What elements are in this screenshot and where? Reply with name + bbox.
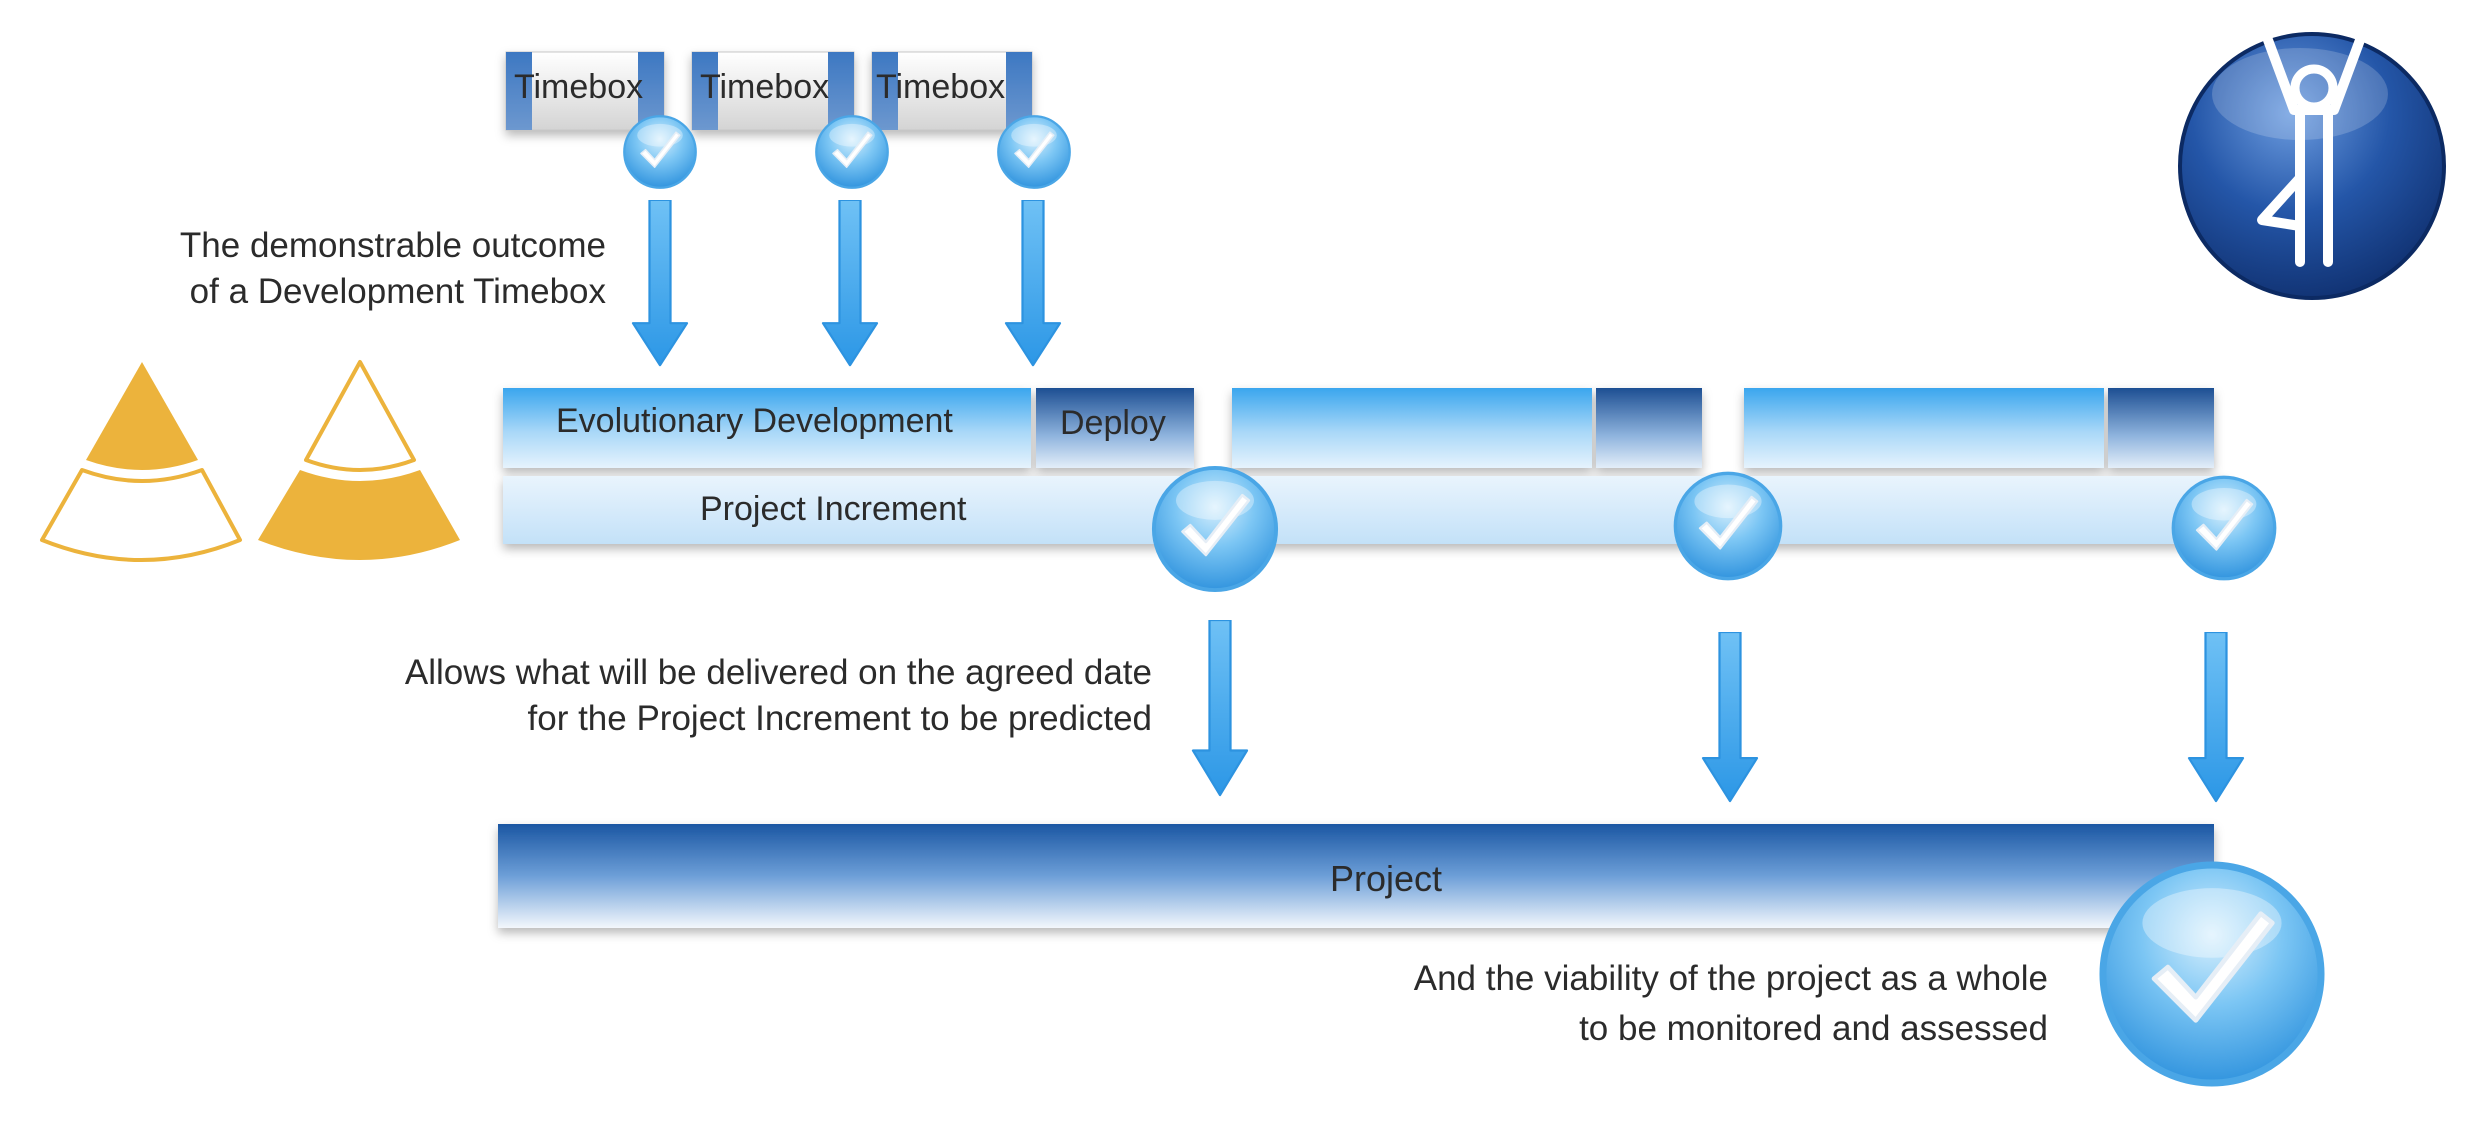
increment-outcome-caption: Allows what will be delivered on the agr… xyxy=(405,650,1152,742)
caption-line: of a Development Timebox xyxy=(189,272,606,311)
project-increment-bar-1 xyxy=(503,476,1215,544)
down-arrow-icon xyxy=(631,200,689,367)
down-arrow-icon xyxy=(1701,632,1759,803)
evolutionary-development-bar xyxy=(503,388,1031,468)
down-arrow-icon xyxy=(1191,620,1249,797)
caption-line: for the Project Increment to be predicte… xyxy=(527,699,1153,738)
evolutionary-development-bar-2 xyxy=(1232,388,1592,468)
evolutionary-development-bar-3 xyxy=(1744,388,2104,468)
caption-line: And the viability of the project as a wh… xyxy=(1413,959,2048,998)
down-arrow-icon xyxy=(821,200,879,367)
checkmark-icon xyxy=(2171,475,2277,581)
caption-line: to be monitored and assessed xyxy=(1579,1009,2048,1048)
pyramid-icon xyxy=(258,360,460,560)
project-bar xyxy=(498,824,2214,928)
evolutionary-development-label: Evolutionary Development xyxy=(556,402,953,440)
deploy-label: Deploy xyxy=(1060,404,1166,442)
timebox-3 xyxy=(871,51,1033,131)
project-increment-label: Project Increment xyxy=(700,490,967,528)
pyramid-icon xyxy=(40,362,242,562)
checkmark-icon xyxy=(1673,471,1783,581)
checkmark-icon xyxy=(623,115,697,189)
yoga-pose-logo-icon xyxy=(2178,32,2446,300)
project-increment-bars xyxy=(503,476,2227,544)
project-label: Project xyxy=(1330,858,1443,899)
caption-line: Allows what will be delivered on the agr… xyxy=(404,653,1152,692)
project-increment-bar-2 xyxy=(1215,476,1731,544)
checkmark-icon xyxy=(2103,865,2321,1083)
checkmark-icon xyxy=(997,115,1071,189)
timebox-label-1: Timebox xyxy=(514,68,644,106)
timebox-label-3: Timebox xyxy=(876,68,1006,106)
checkmark-icon xyxy=(1151,465,1279,593)
timebox-row xyxy=(505,51,1033,131)
project-outcome-caption: And the viability of the project as a wh… xyxy=(1414,954,2048,1054)
down-arrow-icon xyxy=(1004,200,1062,367)
project-increment-bar-3 xyxy=(1731,476,2227,544)
increment-top-bars xyxy=(503,388,2214,468)
timebox-label-2: Timebox xyxy=(700,68,830,106)
deploy-bar-2 xyxy=(1596,388,1702,468)
timebox-outcome-caption: The demonstrable outcome of a Developmen… xyxy=(180,223,606,315)
timebox-2 xyxy=(691,51,855,131)
checkmark-icon xyxy=(815,115,889,189)
deploy-bar xyxy=(1036,388,1194,468)
deploy-bar-3 xyxy=(2108,388,2214,468)
down-arrow-icon xyxy=(2187,632,2245,803)
caption-line: The demonstrable outcome xyxy=(179,226,606,265)
